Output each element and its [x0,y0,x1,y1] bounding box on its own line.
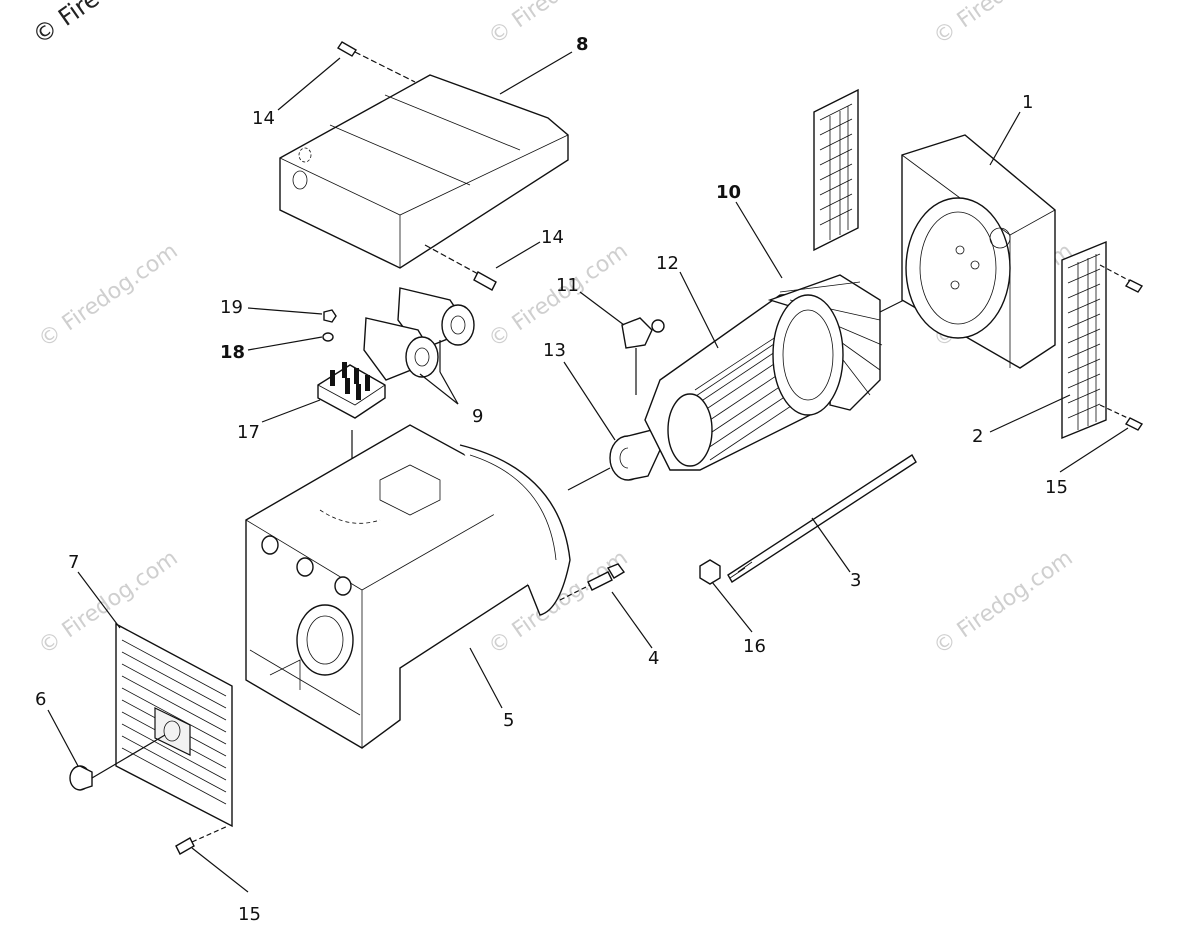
callout-19: 19 [220,297,243,318]
callout-16: 16 [743,636,766,657]
part-4-bolt [559,563,626,601]
callout-15-right: 15 [1045,477,1068,498]
callout-6: 6 [35,689,46,710]
part-2-grille-side [1061,240,1107,440]
part-15-screw-lower [175,825,229,855]
callout-5: 5 [503,710,514,731]
part-16-nut [699,559,721,585]
part-5-housing [245,424,571,749]
part-11-brush-holder [621,317,665,395]
watermark-corner: © Fire [27,0,104,50]
callout-18: 18 [220,342,245,363]
callout-1: 1 [1022,92,1033,113]
callout-4: 4 [648,648,659,669]
part-7-grille [115,622,233,828]
part-1-end-bracket [901,134,1056,369]
watermark-1: © Firedog.com [484,0,632,50]
watermark-6: © Firedog.com [34,546,182,660]
part-18-washer [322,332,334,342]
part-3-through-bolt [727,454,917,583]
part-14-screw-side [424,244,497,291]
callout-17: 17 [237,422,260,443]
part-8-top-cover [279,74,569,269]
part-9-capacitors [363,287,475,381]
watermark-8: © Firedog.com [929,546,1077,660]
callout-8: 8 [576,34,589,55]
part-grille-top [813,88,859,252]
callout-13: 13 [543,340,566,361]
callout-3: 3 [850,570,861,591]
part-10-fan [767,274,905,416]
callout-10: 10 [716,182,741,203]
callout-labels: 1 2 3 4 5 6 7 8 9 10 11 12 13 14 14 15 1… [35,34,1068,925]
callout-14-side: 14 [541,227,564,248]
part-15-screw-right-bottom [1099,404,1144,431]
part-6-plug [69,734,166,791]
callout-7: 7 [68,552,79,573]
part-15-screw-right-top [1099,264,1144,293]
leader-lines [47,51,1129,893]
part-19-nut [323,309,337,323]
watermark-3: © Firedog.com [34,239,182,353]
callout-9: 9 [472,406,483,427]
callout-11: 11 [556,275,579,296]
part-13-bearing [567,429,661,491]
watermark-2: © Firedog.com [929,0,1077,50]
callout-2: 2 [972,426,983,447]
part-14-screw-top [337,41,416,83]
callout-12: 12 [656,253,679,274]
callout-14-top: 14 [252,108,275,129]
callout-15-lower: 15 [238,904,261,925]
